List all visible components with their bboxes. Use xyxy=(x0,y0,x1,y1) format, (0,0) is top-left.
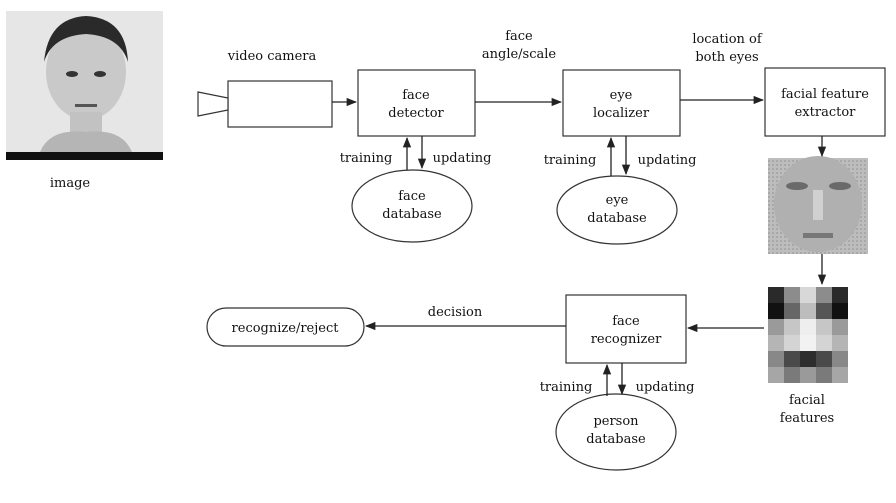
eye-database-ellipse xyxy=(556,175,678,245)
extracted-face-image xyxy=(768,156,868,254)
eye-localizer-label-1: eye xyxy=(610,88,633,103)
mosaic-cell xyxy=(768,335,784,351)
mosaic-cell xyxy=(800,287,816,303)
person-updating-label: updating xyxy=(636,380,695,395)
mosaic-cell xyxy=(768,319,784,335)
mosaic-cell xyxy=(832,367,848,383)
face-detector-box xyxy=(357,69,476,137)
mosaic-cell xyxy=(816,303,832,319)
eye-localizer-box xyxy=(562,69,681,137)
mosaic-cell xyxy=(800,351,816,367)
mosaic-cell xyxy=(816,319,832,335)
feature-extractor-label-1: facial feature xyxy=(781,87,869,102)
mosaic-cell xyxy=(832,303,848,319)
mosaic-cell xyxy=(784,367,800,383)
mosaic-cell xyxy=(768,367,784,383)
mosaic-cell xyxy=(768,303,784,319)
mosaic-cell xyxy=(832,351,848,367)
mosaic-cell xyxy=(816,287,832,303)
mosaic-cell xyxy=(816,335,832,351)
mosaic-cell xyxy=(784,319,800,335)
mosaic-cell xyxy=(784,335,800,351)
mosaic-cell xyxy=(816,367,832,383)
decision-label: decision xyxy=(428,305,483,320)
person-database-label-1: person xyxy=(593,414,639,429)
mosaic-cell xyxy=(784,351,800,367)
mosaic-cell xyxy=(800,367,816,383)
face-detector-label-2: detector xyxy=(388,106,444,121)
mosaic-cell xyxy=(832,287,848,303)
face-recognizer-label-2: recognizer xyxy=(591,332,662,347)
face-angle-label-2: angle/scale xyxy=(482,47,557,62)
facial-features-label-1: facial xyxy=(789,393,825,408)
facial-features-mosaic xyxy=(768,287,848,383)
face-database-ellipse xyxy=(351,169,473,243)
face-training-label: training xyxy=(340,151,393,166)
image-caption: image xyxy=(50,176,91,191)
face-recognizer-label-1: face xyxy=(612,314,640,329)
location-label-2: both eyes xyxy=(695,50,758,65)
recognize-reject-node xyxy=(206,307,365,347)
feature-extractor-label-2: extractor xyxy=(795,105,857,120)
mosaic-cell xyxy=(800,335,816,351)
face-detector-label-1: face xyxy=(402,88,430,103)
person-training-label: training xyxy=(540,380,593,395)
mosaic-cell xyxy=(768,287,784,303)
mosaic-cell xyxy=(800,319,816,335)
face-updating-label: updating xyxy=(433,151,492,166)
facial-features-label-2: features xyxy=(780,411,834,426)
eye-training-label: training xyxy=(544,153,597,168)
face-database-label-2: database xyxy=(382,207,442,222)
face-database-label-1: face xyxy=(398,189,426,204)
mosaic-cell xyxy=(832,335,848,351)
mosaic-cell xyxy=(816,351,832,367)
mosaic-cell xyxy=(832,319,848,335)
location-label-1: location of xyxy=(692,32,763,47)
person-database-ellipse xyxy=(555,393,677,471)
eye-database-label-2: database xyxy=(587,211,647,226)
mosaic-cell xyxy=(800,303,816,319)
eye-updating-label: updating xyxy=(638,153,697,168)
video-camera-icon xyxy=(197,80,333,128)
face-angle-label-1: face xyxy=(505,29,533,44)
face-recognizer-box xyxy=(565,294,687,364)
feature-extractor-box xyxy=(764,67,886,137)
video-camera-label: video camera xyxy=(227,49,317,64)
eye-database-label-1: eye xyxy=(606,193,629,208)
recognize-reject-label: recognize/reject xyxy=(232,321,340,336)
input-photo xyxy=(6,11,163,160)
mosaic-cell xyxy=(784,287,800,303)
mosaic-cell xyxy=(768,351,784,367)
mosaic-cell xyxy=(784,303,800,319)
person-database-label-2: database xyxy=(586,432,646,447)
eye-localizer-label-2: localizer xyxy=(593,106,650,121)
